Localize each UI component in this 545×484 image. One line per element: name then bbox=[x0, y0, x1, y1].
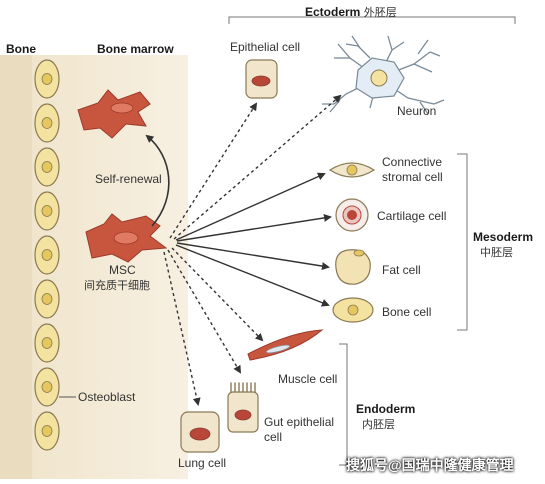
endoderm-cn-label: 内胚层 bbox=[362, 418, 395, 431]
arrow-to-connective-cell bbox=[175, 172, 326, 241]
osteoblast-icon bbox=[34, 411, 60, 451]
msc-cn-label: 间充质干细胞 bbox=[84, 279, 150, 292]
epithelial-cell-label: Epithelial cell bbox=[230, 40, 301, 54]
arrow-to-fat-cell bbox=[176, 242, 330, 271]
ectoderm-heading: Ectoderm 外胚层 bbox=[305, 5, 397, 20]
bone-marrow-label: Bone marrow bbox=[97, 42, 174, 56]
muscle-cell-icon bbox=[247, 329, 324, 361]
osteoblast-label: Osteoblast bbox=[78, 390, 136, 404]
arrow-to-epithelial-cell bbox=[169, 102, 258, 239]
osteoblast-icon bbox=[34, 147, 60, 187]
mesoderm-bracket bbox=[457, 153, 468, 331]
gut-label-line1: Gut epithelial bbox=[264, 415, 335, 429]
osteoblast-icon bbox=[34, 235, 60, 275]
connective-label-line1: Connective bbox=[382, 155, 443, 169]
osteoblast-icon bbox=[34, 367, 60, 407]
neuron-label: Neuron bbox=[397, 104, 437, 118]
self-renewal-label: Self-renewal bbox=[95, 172, 162, 186]
connective-label-line2: stromal cell bbox=[382, 170, 443, 184]
arrow-to-cartilage-cell bbox=[176, 213, 332, 242]
lung-cell-label: Lung cell bbox=[178, 456, 227, 470]
osteoblast-icon bbox=[34, 59, 60, 99]
msc-label: MSC bbox=[109, 263, 136, 277]
msc-icon bbox=[77, 89, 151, 139]
watermark: 搜狐号@国瑞中隆健康管理 bbox=[346, 457, 514, 473]
cartilage-cell-label: Cartilage cell bbox=[377, 209, 447, 223]
ectoderm-cn-label: 外胚层 bbox=[363, 6, 397, 19]
fat-cell-icon bbox=[335, 249, 371, 285]
msc-icon bbox=[85, 213, 168, 263]
neuron-icon bbox=[322, 35, 445, 115]
bone-region bbox=[0, 55, 32, 479]
differentiation-arrows bbox=[163, 94, 342, 406]
cartilage-cell-icon bbox=[335, 198, 369, 232]
gut-epithelial-cell-icon bbox=[227, 382, 259, 433]
ectoderm-label: Ectoderm bbox=[305, 5, 361, 19]
fat-cell-label: Fat cell bbox=[382, 263, 421, 277]
arrow-to-neuron bbox=[173, 94, 342, 240]
osteoblast-icon bbox=[34, 103, 60, 143]
muscle-cell-label: Muscle cell bbox=[278, 372, 338, 386]
endoderm-bracket bbox=[339, 343, 348, 466]
bone-cell-label: Bone cell bbox=[382, 305, 432, 319]
arrow-to-lung-cell bbox=[163, 251, 201, 406]
self-renewal-arrow bbox=[145, 134, 170, 227]
bone-label: Bone bbox=[6, 42, 36, 56]
connective-cell-icon bbox=[328, 162, 376, 178]
osteoblast-icon bbox=[34, 279, 60, 319]
gut-label-line2: cell bbox=[264, 430, 283, 444]
bone-cell-icon bbox=[332, 297, 374, 323]
lung-cell-icon bbox=[180, 411, 220, 453]
endoderm-label: Endoderm bbox=[356, 402, 416, 416]
osteoblast-icon bbox=[34, 323, 60, 363]
osteoblast-column bbox=[34, 59, 60, 451]
mesoderm-cn-label: 中胚层 bbox=[480, 246, 513, 259]
osteoblast-icon bbox=[34, 191, 60, 231]
mesoderm-label: Mesoderm bbox=[473, 230, 534, 244]
ectoderm-bracket bbox=[228, 16, 516, 24]
arrow-to-bone-cell bbox=[175, 244, 330, 307]
epithelial-cell-icon bbox=[245, 59, 278, 99]
